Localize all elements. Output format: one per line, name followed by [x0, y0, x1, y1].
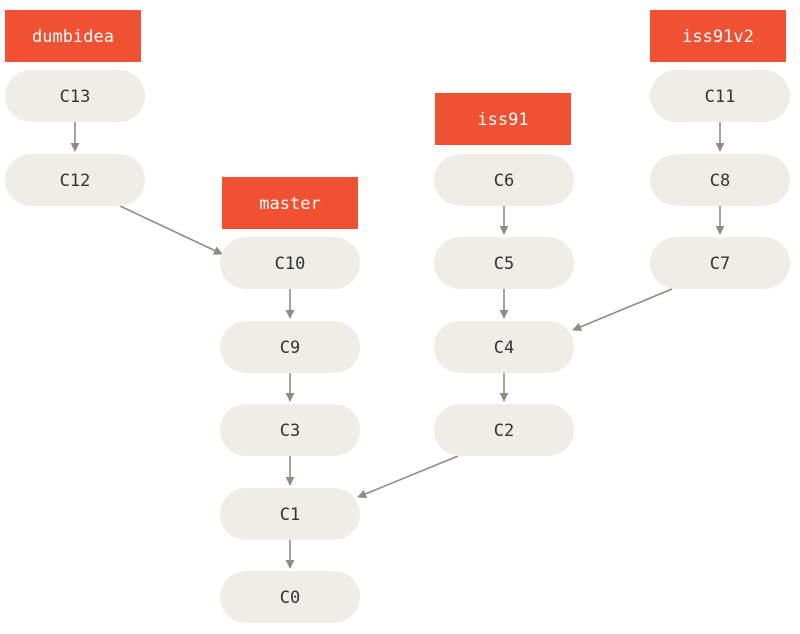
branch-name: iss91v2: [682, 27, 754, 47]
commit-label: C10: [275, 254, 306, 274]
commit-label: C7: [710, 254, 730, 274]
branch-iss91: iss91: [435, 93, 571, 145]
commit-label: C0: [280, 588, 300, 608]
commit-label: C9: [280, 338, 300, 358]
edge-c7-to-c4: [572, 288, 673, 332]
commit-node-shape: [220, 571, 360, 623]
commit-node-shape: [434, 154, 574, 206]
commit-c13: C13: [5, 70, 145, 122]
commit-c4: C4: [434, 321, 574, 373]
commit-c12: C12: [5, 154, 145, 206]
commit-node-shape: [220, 237, 360, 289]
commit-c9: C9: [220, 321, 360, 373]
commit-label: C8: [710, 171, 730, 191]
commit-node-shape: [220, 404, 360, 456]
commit-label: C12: [60, 171, 91, 191]
commit-label: C13: [60, 87, 91, 107]
commit-label: C6: [494, 171, 514, 191]
commit-node-shape: [434, 404, 574, 456]
commit-node-shape: [650, 154, 790, 206]
commit-node-shape: [650, 70, 790, 122]
commit-c5: C5: [434, 237, 574, 289]
commit-node-shape: [434, 321, 574, 373]
commit-c1: C1: [220, 488, 360, 540]
edge-c12-to-c10: [119, 205, 223, 255]
commit-c8: C8: [650, 154, 790, 206]
commit-label: C5: [494, 254, 514, 274]
branch-name: iss91: [477, 110, 528, 130]
commit-label: C1: [280, 505, 300, 525]
commit-label: C2: [494, 421, 514, 441]
branch-label-shape: [435, 93, 571, 145]
branch-label-shape: [650, 10, 786, 62]
commit-node-shape: [5, 154, 145, 206]
commit-node-shape: [220, 321, 360, 373]
branch-iss91v2: iss91v2: [650, 10, 786, 62]
branch-label-shape: [5, 10, 141, 62]
commit-c10: C10: [220, 237, 360, 289]
branch-master: master: [222, 177, 358, 229]
branch-name: master: [259, 194, 320, 214]
commit-c0: C0: [220, 571, 360, 623]
commit-label: C4: [494, 338, 514, 358]
commit-c2: C2: [434, 404, 574, 456]
parent-edges: [70, 122, 725, 569]
commit-c3: C3: [220, 404, 360, 456]
commit-c11: C11: [650, 70, 790, 122]
branch-labels: dumbidea master iss91 iss91v2: [5, 10, 786, 229]
branch-label-shape: [222, 177, 358, 229]
branch-dumbidea: dumbidea: [5, 10, 141, 62]
commit-node-shape: [220, 488, 360, 540]
branch-name: dumbidea: [32, 27, 114, 47]
commit-c7: C7: [650, 237, 790, 289]
commit-c6: C6: [434, 154, 574, 206]
edge-c2-to-c1: [357, 455, 459, 499]
commit-label: C3: [280, 421, 300, 441]
commit-node-shape: [650, 237, 790, 289]
commit-node-shape: [434, 237, 574, 289]
commit-node-shape: [5, 70, 145, 122]
commit-label: C11: [705, 87, 736, 107]
